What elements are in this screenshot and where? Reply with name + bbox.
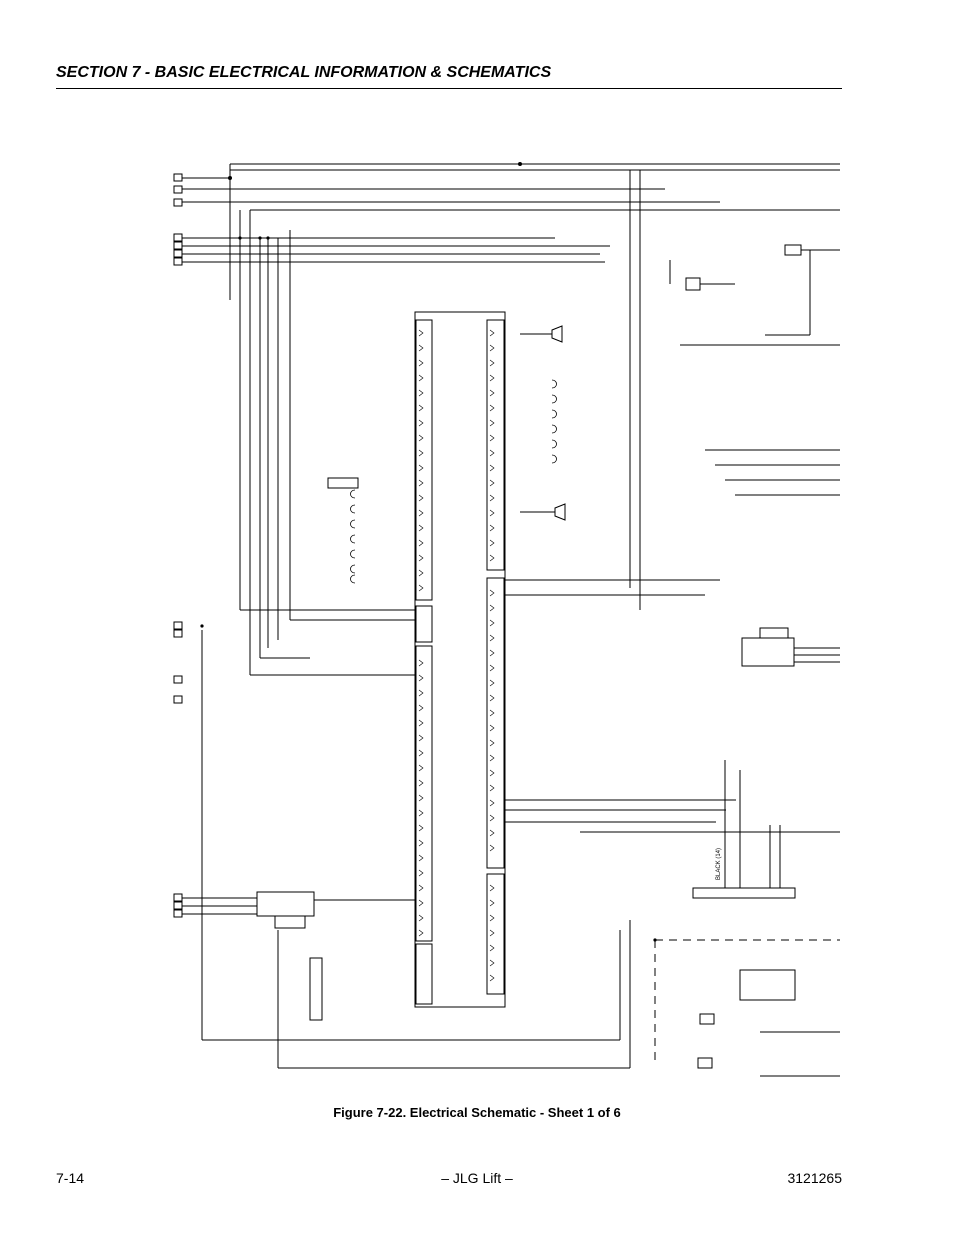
left-connector-bottom [173,893,183,918]
page-number: 7-14 [56,1170,85,1186]
left-connector-top [173,173,183,266]
electrical-schematic-diagram: BLACK (14) [173,162,840,1077]
section-title: SECTION 7 - BASIC ELECTRICAL INFORMATION… [56,64,842,89]
left-connector-middle [173,621,183,704]
main-controller-outline [414,311,506,1008]
document-number: 3121265 [787,1170,842,1186]
wire-label: BLACK (14) [716,848,722,880]
figure-caption: Figure 7-22. Electrical Schematic - Shee… [333,1105,621,1120]
brand-footer: – JLG Lift – [441,1170,513,1186]
